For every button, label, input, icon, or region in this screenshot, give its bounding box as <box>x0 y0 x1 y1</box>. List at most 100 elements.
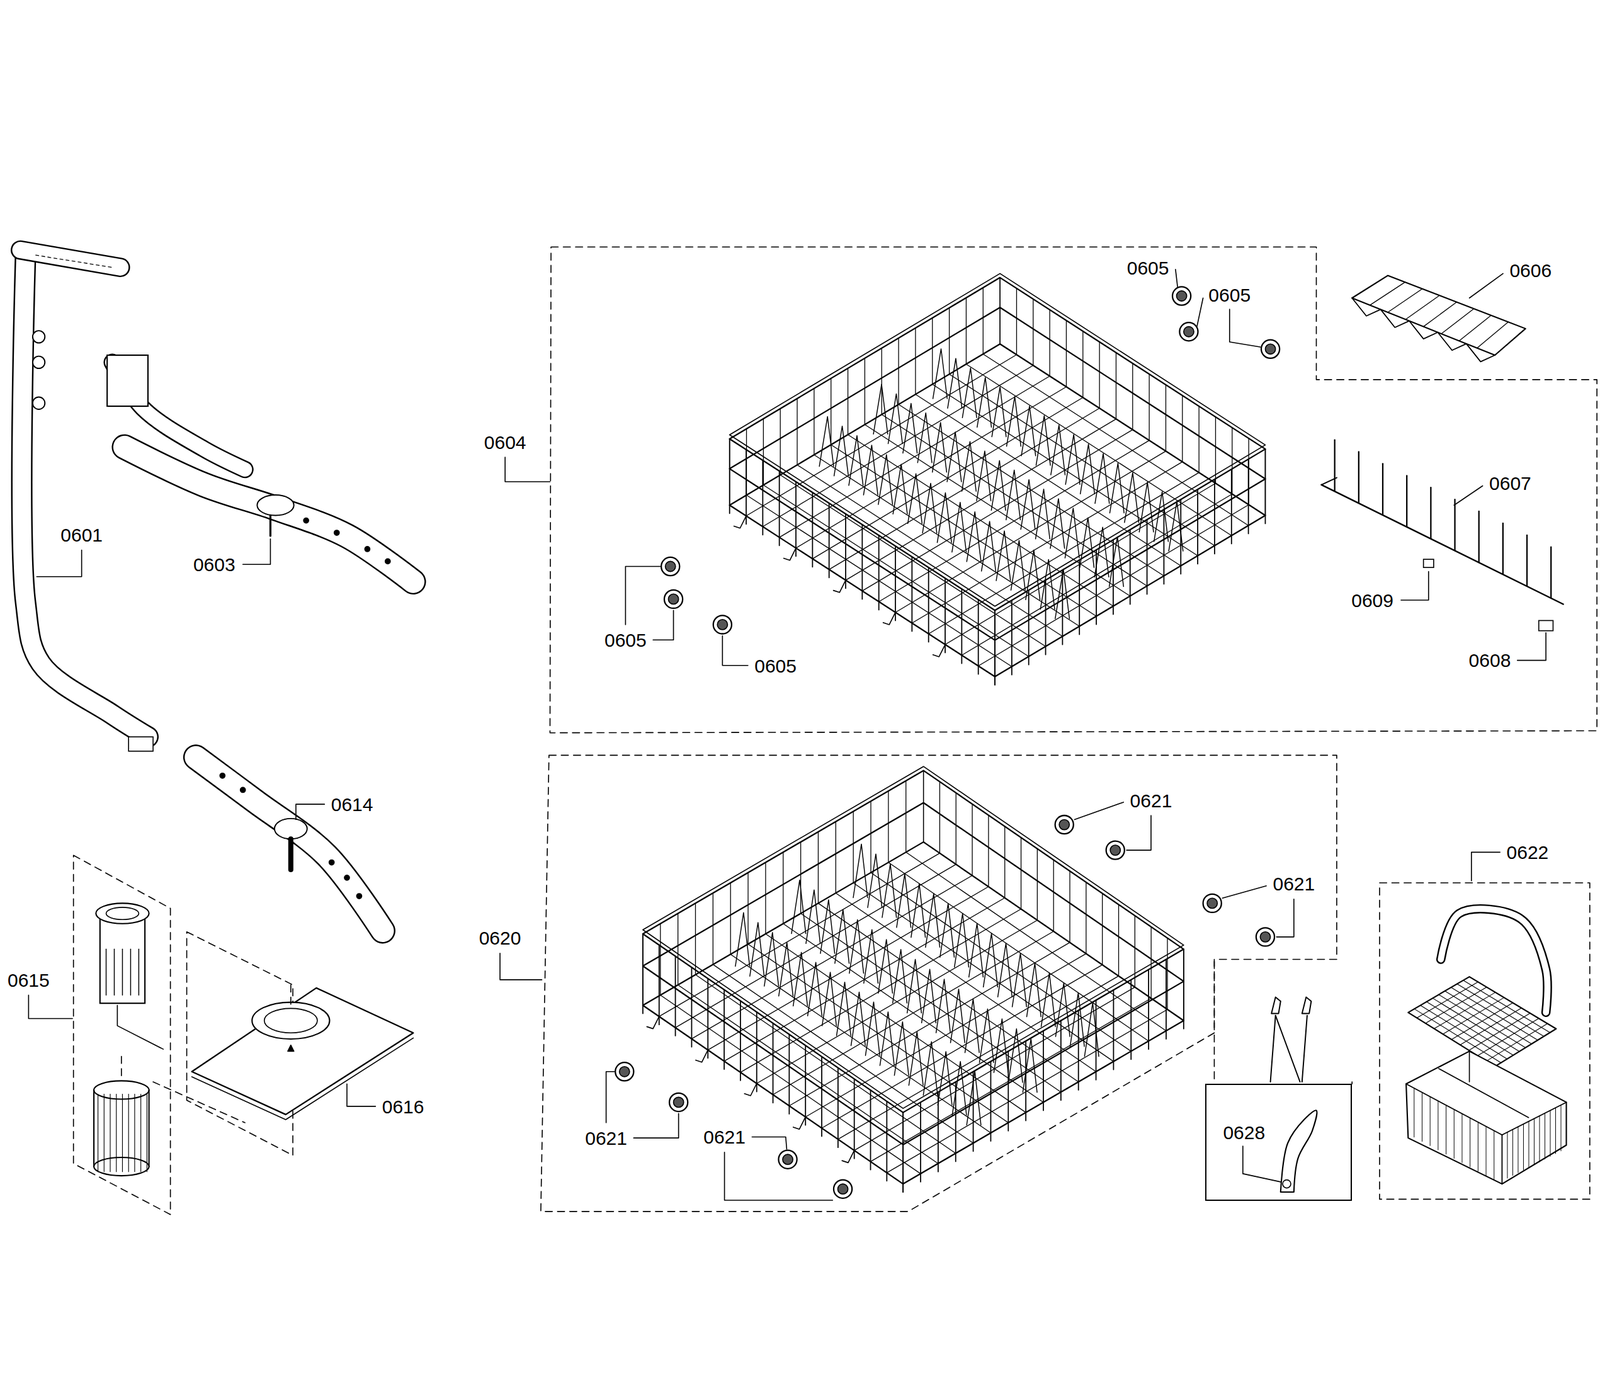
basket-mesh <box>1533 1118 1535 1165</box>
rack-clips <box>1270 996 1318 1192</box>
basket-mesh <box>1555 1107 1556 1154</box>
rack-wire <box>837 1067 839 1148</box>
rack-tine <box>1040 559 1055 609</box>
rack-tine <box>936 493 952 543</box>
group-outline <box>549 246 1597 733</box>
rack-wire <box>915 394 1181 566</box>
rack-wire <box>948 307 950 375</box>
leader-line <box>606 1071 615 1123</box>
spray-arm <box>124 447 414 582</box>
arm-nozzle <box>334 530 340 536</box>
rack-tine <box>1154 491 1169 542</box>
cup-shelf-edge <box>1351 297 1495 362</box>
rack-wire <box>999 277 1000 344</box>
rack-tine <box>1035 415 1051 466</box>
rack-wire <box>1042 1030 1044 1111</box>
leader-line <box>1126 815 1152 851</box>
tine <box>1550 547 1552 599</box>
rack-wire <box>659 923 661 995</box>
tine-bar <box>1321 484 1564 605</box>
rack-wire <box>712 892 714 965</box>
filter-rib <box>138 948 140 995</box>
rack-wire <box>724 897 1005 1061</box>
rack-wire <box>982 353 1249 526</box>
rack-wire <box>1060 1020 1062 1101</box>
filter-body <box>100 916 145 1004</box>
rack-wire <box>1165 384 1167 451</box>
leader-line <box>1469 273 1504 298</box>
arm-nozzle <box>356 893 362 899</box>
rack-wire <box>739 1000 742 1080</box>
rack-wire <box>845 513 847 589</box>
rack-tine <box>807 962 823 1016</box>
rack-wire <box>994 610 996 685</box>
rack-wire <box>814 454 1080 626</box>
rack-wire <box>1085 882 1087 954</box>
tine <box>1382 463 1384 515</box>
callout-number: 0607 <box>1487 472 1534 494</box>
rack-wire <box>848 434 1114 606</box>
basket-mesh <box>1469 1117 1471 1167</box>
rack-wire <box>977 599 980 674</box>
rack-tine <box>892 949 908 1004</box>
wheel <box>1261 340 1280 359</box>
rack-wire <box>800 841 801 914</box>
rack-tine <box>902 403 918 454</box>
part-box: 0628 <box>1205 1083 1352 1201</box>
mesh-line <box>103 1093 105 1172</box>
rack-wire <box>1078 559 1080 635</box>
pipe-end <box>128 736 154 752</box>
rack-wire <box>765 933 1026 1113</box>
leader-lines <box>28 269 1546 1201</box>
rack-wire <box>1028 590 1030 665</box>
rack-wire <box>811 492 813 567</box>
rack-wire <box>1082 331 1084 398</box>
pipe-knob <box>32 330 45 343</box>
rack-wire <box>812 397 1083 559</box>
filter-rib <box>130 948 131 995</box>
clip-large <box>1280 1110 1318 1192</box>
cup-shelf <box>1351 275 1526 363</box>
basket-mesh <box>1517 1126 1519 1173</box>
callout-number: 0621 <box>1128 789 1175 811</box>
rack-wire <box>1180 499 1182 574</box>
callout-number: 0621 <box>583 1127 630 1148</box>
rack-tine <box>947 431 962 482</box>
rack-wire <box>1147 969 1150 1050</box>
arm-hub <box>274 818 308 839</box>
rack-tine <box>936 979 951 1033</box>
rack-tine <box>865 1001 880 1056</box>
rack-wire <box>677 913 679 985</box>
spray-arm <box>195 757 383 932</box>
wheel <box>669 1093 688 1112</box>
rack-wire <box>828 503 830 578</box>
rack-wire <box>797 464 1063 636</box>
rack-wire <box>730 882 732 954</box>
basket-grid <box>1463 980 1551 1033</box>
rack-wire <box>965 363 1232 536</box>
rack-wire <box>1069 870 1070 942</box>
rack-rim <box>642 766 1184 1109</box>
rack-tine <box>950 989 966 1043</box>
rack-wire <box>1148 374 1150 441</box>
filter-plate <box>153 984 414 1123</box>
rack-tine <box>966 1071 982 1125</box>
rack-foot <box>783 547 796 560</box>
tine <box>1526 535 1528 587</box>
rack-tine <box>764 932 779 987</box>
group-outline <box>540 754 1337 1211</box>
basket-mesh <box>1538 1115 1540 1162</box>
rack-tine <box>937 1051 953 1106</box>
arm-nozzle <box>385 558 391 564</box>
callout-number: 0606 <box>1507 260 1554 281</box>
rack-wire <box>660 994 921 1174</box>
wheel-hub <box>782 1154 793 1165</box>
rack-wire <box>1101 893 1103 965</box>
rack-wire <box>707 978 709 1058</box>
rack-foot <box>883 612 896 625</box>
wheel <box>713 615 732 634</box>
rack-tine <box>879 1011 895 1066</box>
cutlery-basket <box>1406 908 1566 1184</box>
rack-wire <box>861 524 863 599</box>
rack-wire <box>923 770 924 842</box>
